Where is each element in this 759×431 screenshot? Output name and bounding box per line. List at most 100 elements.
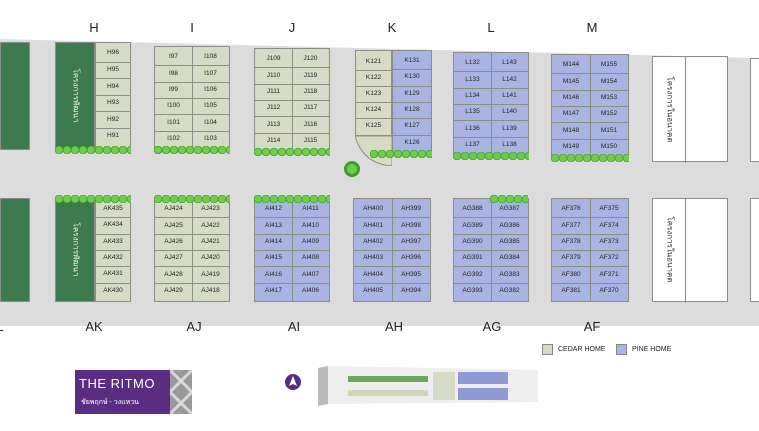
lot-h96[interactable]: H96 xyxy=(107,49,119,57)
lot-m152[interactable]: M152 xyxy=(600,110,618,118)
lot-ag387[interactable]: AG387 xyxy=(499,205,520,213)
lot-h91[interactable]: H91 xyxy=(107,132,119,140)
lot-af381[interactable]: AF381 xyxy=(561,286,581,294)
lot-ak433[interactable]: AK433 xyxy=(103,237,123,245)
lot-k122[interactable]: K122 xyxy=(365,74,382,81)
lot-j114[interactable]: J114 xyxy=(266,136,281,144)
lot-ag386[interactable]: AG386 xyxy=(499,221,520,229)
lot-ai408[interactable]: AI408 xyxy=(302,254,319,262)
lot-ai417[interactable]: AI417 xyxy=(265,286,282,294)
lot-i103[interactable]: I103 xyxy=(204,134,217,142)
lot-ai416[interactable]: AI416 xyxy=(265,270,282,278)
lot-ak435[interactable]: AK435 xyxy=(103,205,123,213)
lot-ah396[interactable]: AH396 xyxy=(401,254,421,262)
lot-ah399[interactable]: AH399 xyxy=(401,205,421,213)
lot-ah403[interactable]: AH403 xyxy=(363,254,383,262)
lot-ah398[interactable]: AH398 xyxy=(401,221,421,229)
lot-af378[interactable]: AF378 xyxy=(561,237,581,245)
lot-ai413[interactable]: AI413 xyxy=(265,221,282,229)
lot-ah397[interactable]: AH397 xyxy=(401,237,421,245)
lot-ag383[interactable]: AG383 xyxy=(499,270,520,278)
lot-af374[interactable]: AF374 xyxy=(599,221,619,229)
lot-m154[interactable]: M154 xyxy=(600,77,618,85)
lot-l143[interactable]: L143 xyxy=(502,59,517,67)
lot-ai411[interactable]: AI411 xyxy=(302,205,319,213)
lot-l136[interactable]: L136 xyxy=(465,124,480,132)
lot-ah402[interactable]: AH402 xyxy=(363,237,383,245)
lot-k124[interactable]: K124 xyxy=(365,106,382,113)
lot-af377[interactable]: AF377 xyxy=(561,221,581,229)
lot-i100[interactable]: I100 xyxy=(167,102,180,110)
lot-i105[interactable]: I105 xyxy=(204,102,217,110)
lot-ag382[interactable]: AG382 xyxy=(499,286,520,294)
lot-ah395[interactable]: AH395 xyxy=(401,270,421,278)
lot-h92[interactable]: H92 xyxy=(107,115,119,123)
lot-j110[interactable]: J110 xyxy=(266,71,281,79)
lot-ai407[interactable]: AI407 xyxy=(302,270,319,278)
lot-l140[interactable]: L140 xyxy=(502,108,517,116)
lot-ai412[interactable]: AI412 xyxy=(265,205,282,213)
lot-j113[interactable]: J113 xyxy=(266,120,281,128)
lot-ag389[interactable]: AG389 xyxy=(462,221,483,229)
lot-l133[interactable]: L133 xyxy=(465,75,480,83)
lot-af380[interactable]: AF380 xyxy=(561,270,581,278)
lot-j109[interactable]: J109 xyxy=(266,55,281,63)
lot-l134[interactable]: L134 xyxy=(465,91,480,99)
lot-ai406[interactable]: AI406 xyxy=(302,286,319,294)
lot-ak431[interactable]: AK431 xyxy=(103,270,123,278)
lot-af372[interactable]: AF372 xyxy=(599,254,619,262)
lot-m151[interactable]: M151 xyxy=(600,126,618,134)
lot-l137[interactable]: L137 xyxy=(465,140,480,148)
lot-m144[interactable]: M144 xyxy=(562,61,580,69)
lot-i104[interactable]: I104 xyxy=(204,118,217,126)
lot-h95[interactable]: H95 xyxy=(107,65,119,73)
lot-ag393[interactable]: AG393 xyxy=(462,286,483,294)
lot-ah401[interactable]: AH401 xyxy=(363,221,383,229)
lot-k131[interactable]: K131 xyxy=(404,57,420,65)
lot-m149[interactable]: M149 xyxy=(562,142,580,150)
lot-aj425[interactable]: AJ425 xyxy=(164,221,183,229)
lot-k128[interactable]: K128 xyxy=(404,106,420,114)
lot-h93[interactable]: H93 xyxy=(107,99,119,107)
lot-i108[interactable]: I108 xyxy=(204,53,217,61)
lot-ai410[interactable]: AI410 xyxy=(302,221,319,229)
lot-h94[interactable]: H94 xyxy=(107,82,119,90)
lot-i102[interactable]: I102 xyxy=(167,134,180,142)
lot-j116[interactable]: J116 xyxy=(303,120,318,128)
lot-aj420[interactable]: AJ420 xyxy=(201,254,220,262)
lot-m150[interactable]: M150 xyxy=(600,142,618,150)
lot-aj427[interactable]: AJ427 xyxy=(164,254,183,262)
lot-l142[interactable]: L142 xyxy=(502,75,517,83)
lot-l132[interactable]: L132 xyxy=(465,59,480,67)
lot-i106[interactable]: I106 xyxy=(204,85,217,93)
lot-k130[interactable]: K130 xyxy=(404,73,420,81)
lot-ak430[interactable]: AK430 xyxy=(103,286,123,294)
lot-m148[interactable]: M148 xyxy=(562,126,580,134)
lot-l139[interactable]: L139 xyxy=(502,124,517,132)
lot-k127[interactable]: K127 xyxy=(404,122,420,130)
lot-ah394[interactable]: AH394 xyxy=(401,286,421,294)
lot-k126[interactable]: K126 xyxy=(404,138,420,146)
lot-l138[interactable]: L138 xyxy=(502,140,517,148)
lot-i107[interactable]: I107 xyxy=(204,69,217,77)
lot-ag384[interactable]: AG384 xyxy=(499,254,520,262)
lot-i101[interactable]: I101 xyxy=(167,118,180,126)
lot-af373[interactable]: AF373 xyxy=(599,237,619,245)
lot-j111[interactable]: J111 xyxy=(266,87,281,95)
lot-ag391[interactable]: AG391 xyxy=(462,254,483,262)
lot-j117[interactable]: J117 xyxy=(303,104,318,112)
lot-af375[interactable]: AF375 xyxy=(599,205,619,213)
lot-k129[interactable]: K129 xyxy=(404,89,420,97)
lot-af370[interactable]: AF370 xyxy=(599,286,619,294)
lot-m145[interactable]: M145 xyxy=(562,77,580,85)
lot-k125[interactable]: K125 xyxy=(365,122,382,129)
lot-ah400[interactable]: AH400 xyxy=(363,205,383,213)
lot-ag392[interactable]: AG392 xyxy=(462,270,483,278)
lot-ai415[interactable]: AI415 xyxy=(265,254,282,262)
lot-aj422[interactable]: AJ422 xyxy=(201,221,220,229)
lot-ag388[interactable]: AG388 xyxy=(462,205,483,213)
lot-j112[interactable]: J112 xyxy=(266,104,281,112)
lot-l141[interactable]: L141 xyxy=(502,91,517,99)
lot-i97[interactable]: I97 xyxy=(168,53,179,61)
lot-m146[interactable]: M146 xyxy=(562,93,580,101)
